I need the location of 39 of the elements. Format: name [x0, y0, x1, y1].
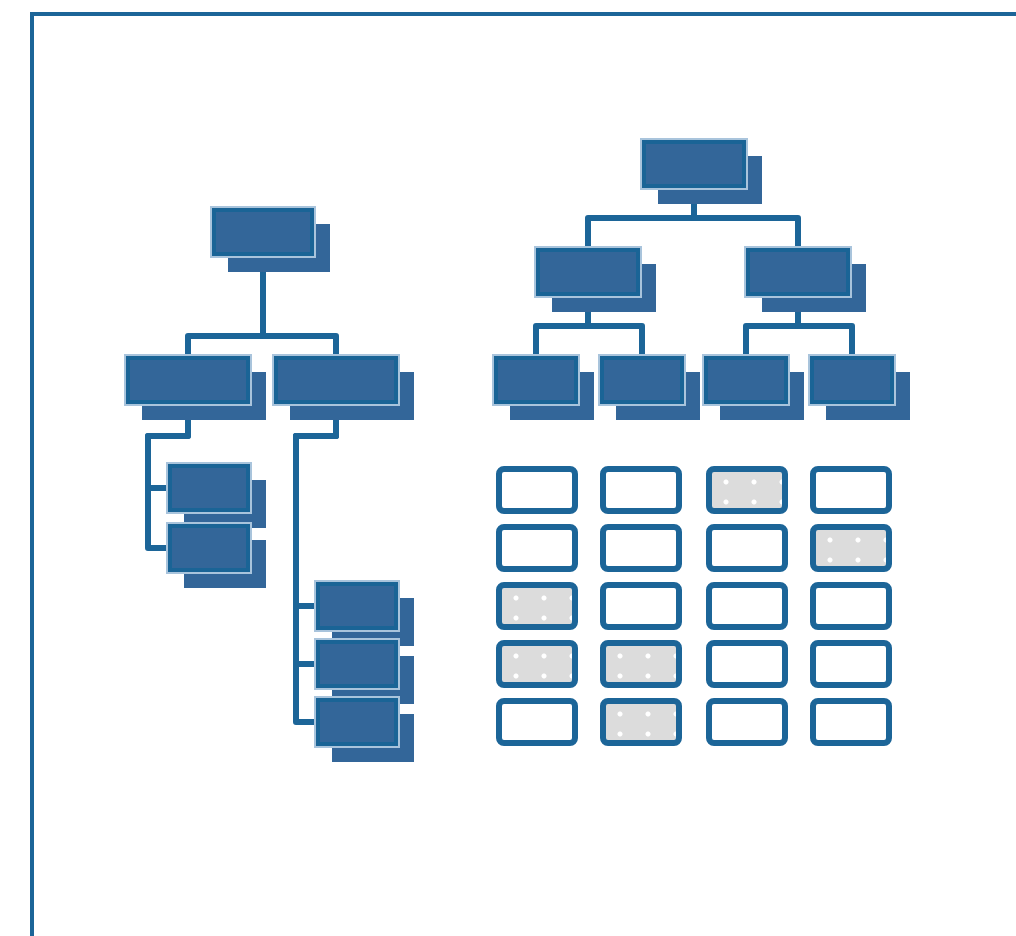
grid-cell — [496, 698, 578, 746]
connector-line — [293, 420, 339, 725]
org-chart-box — [494, 356, 594, 420]
org-chart-box — [642, 140, 762, 204]
org-chart-box — [600, 356, 700, 420]
shaded-grid-cell — [810, 524, 892, 572]
grid-cell — [496, 466, 578, 514]
grid-cell — [810, 466, 892, 514]
connector-line — [795, 312, 855, 356]
grid-cell — [706, 698, 788, 746]
grid-cell — [706, 524, 788, 572]
grid-cell — [600, 466, 682, 514]
org-chart-box — [316, 698, 414, 762]
shaded-grid-cell — [496, 640, 578, 688]
org-chart-box — [126, 356, 266, 420]
shaded-grid-cell — [600, 698, 682, 746]
org-chart-box — [168, 464, 266, 528]
grid-cell — [810, 698, 892, 746]
grid-cell — [496, 524, 578, 572]
grid-cell — [810, 640, 892, 688]
shaded-grid-cell — [706, 466, 788, 514]
shaded-grid-cell — [496, 582, 578, 630]
connector-line — [260, 272, 339, 356]
connector-line — [585, 312, 645, 356]
org-chart-box — [810, 356, 910, 420]
org-chart-box — [746, 248, 866, 312]
org-chart-box — [168, 524, 266, 588]
grid-cell — [810, 582, 892, 630]
connector-line — [691, 204, 801, 248]
shaded-grid-cell — [600, 640, 682, 688]
org-chart-box — [274, 356, 414, 420]
org-chart-box — [212, 208, 330, 272]
grid-cell — [600, 582, 682, 630]
org-chart-box — [704, 356, 804, 420]
grid-cell — [706, 582, 788, 630]
org-chart-box — [536, 248, 656, 312]
grid-cell — [600, 524, 682, 572]
grid-cell — [706, 640, 788, 688]
connector-line — [145, 420, 191, 551]
